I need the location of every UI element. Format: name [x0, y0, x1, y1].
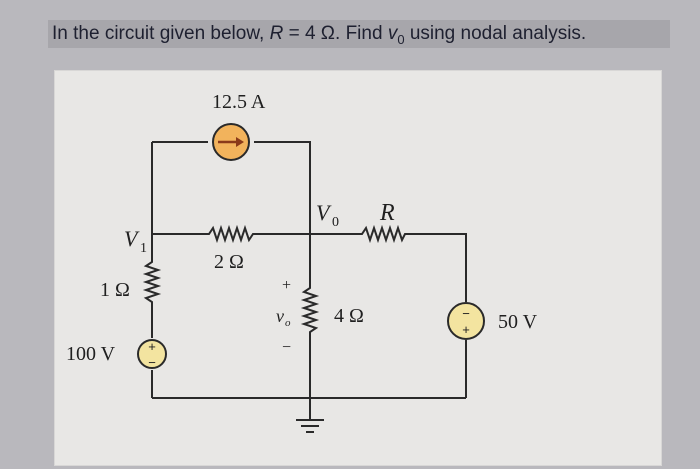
label-4ohm: 4 Ω [334, 305, 364, 327]
label-v0-subscript: 0 [332, 215, 339, 230]
question-prefix: In the circuit given below, [52, 23, 270, 44]
label-v1-symbol: V [124, 226, 140, 251]
label-50v: 50 V [498, 311, 538, 333]
label-vo-plus: + [282, 277, 291, 294]
resistor-r [358, 224, 408, 244]
resistor-2ohm [205, 224, 258, 244]
current-source-arrow-head [236, 137, 244, 147]
question-middle: = 4 Ω. Find [283, 23, 388, 44]
voltage-source-100v [137, 339, 167, 369]
label-1ohm: 1 Ω [100, 279, 130, 301]
wire-mid-right [408, 233, 467, 302]
resistor-1ohm [142, 258, 162, 306]
label-vo-symbol: v [276, 306, 284, 326]
voltage-source-100v-plus: + [148, 339, 156, 354]
label-12-5a: 12.5 A [212, 91, 266, 113]
question-r-symbol: R [269, 23, 284, 44]
question-text: In the circuit given below, R = 4 Ω. Fin… [48, 20, 670, 48]
voltage-source-50v [447, 302, 485, 340]
label-v0-symbol: V [316, 200, 332, 225]
resistor-4ohm [300, 284, 320, 336]
label-v1-subscript: 1 [140, 241, 147, 256]
voltage-source-50v-plus: + [462, 322, 470, 337]
wires [151, 141, 467, 420]
ground-icon [296, 419, 324, 433]
label-vo-minus: − [282, 339, 291, 356]
voltage-source-100v-minus: − [148, 355, 156, 370]
label-vo-subscript: o [285, 317, 291, 329]
question-suffix: using nodal analysis. [404, 23, 587, 44]
wire-top-right [254, 141, 311, 234]
label-100v: 100 V [66, 343, 116, 365]
label-r: R [379, 200, 395, 226]
label-2ohm: 2 Ω [214, 251, 244, 273]
wire-gap-left-resistor [148, 258, 156, 306]
voltage-source-50v-minus: − [462, 306, 470, 321]
question-v-symbol: v [387, 23, 398, 44]
question-v-subscript: 0 [397, 31, 405, 47]
